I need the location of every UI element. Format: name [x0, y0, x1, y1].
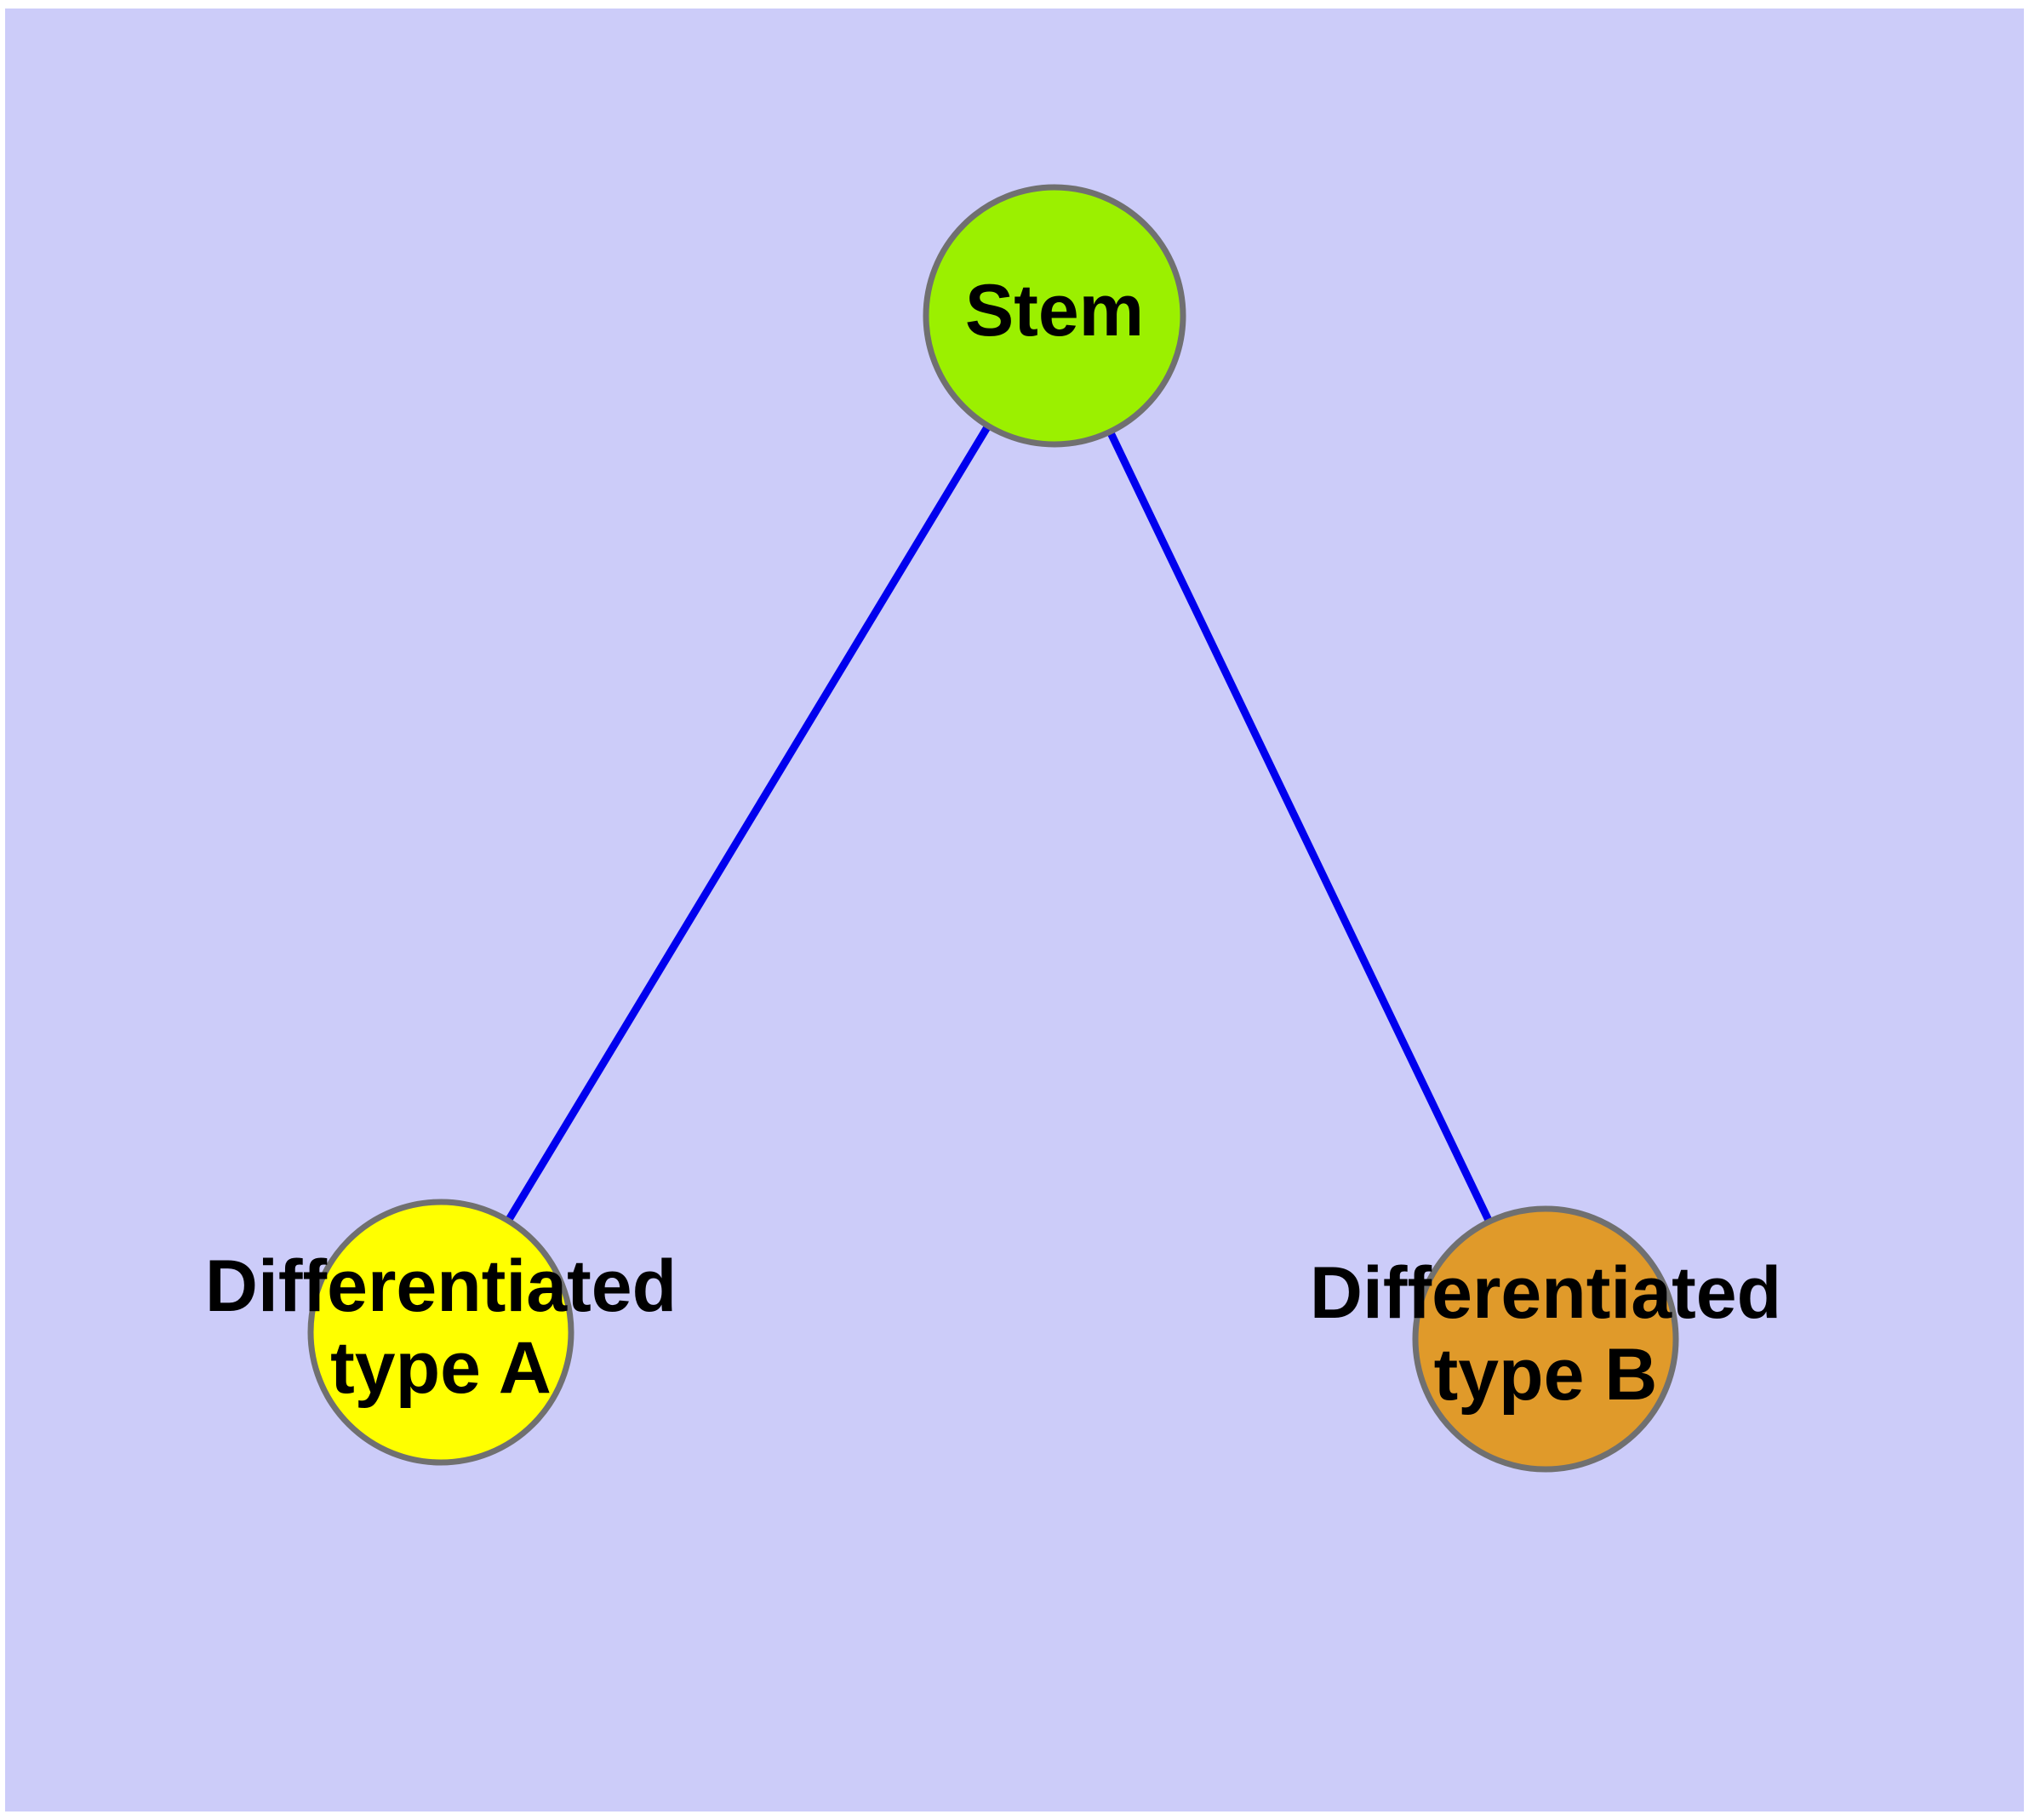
node-label-line: Stem — [965, 270, 1144, 352]
graph-edge-stem-diff_b — [1106, 430, 1493, 1224]
graph-node-label-stem: Stem — [965, 270, 1144, 352]
node-label-line: type A — [330, 1327, 552, 1409]
graph-node-stem[interactable] — [923, 184, 1186, 448]
graph-node-diff_a[interactable] — [307, 1199, 574, 1466]
graph-edge-stem-diff_a — [505, 423, 992, 1223]
node-label-line: type B — [1434, 1334, 1658, 1416]
nodes-layer — [307, 184, 1679, 1473]
graph-node-diff_b[interactable] — [1412, 1205, 1679, 1473]
node-label-line: Differentiated — [205, 1245, 677, 1327]
node-label-line: Differentiated — [1310, 1252, 1781, 1334]
edges-layer — [505, 423, 1493, 1224]
